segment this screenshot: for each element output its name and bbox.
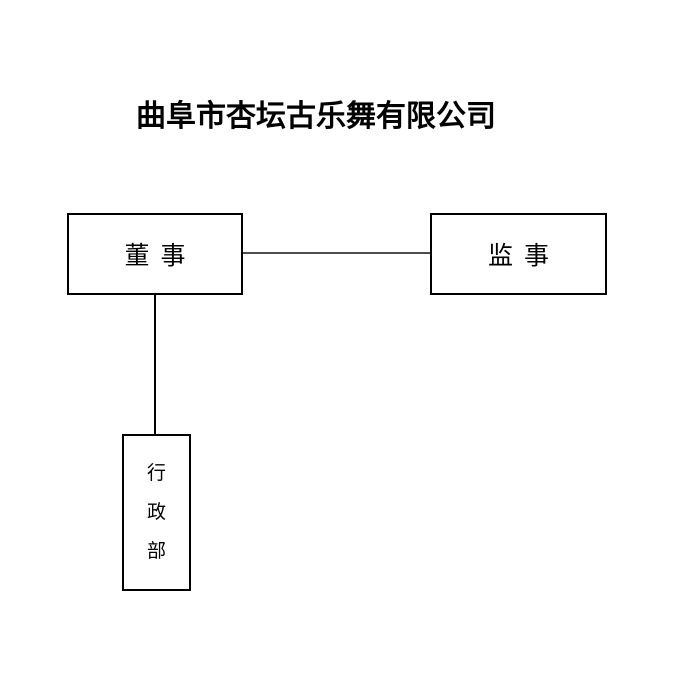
node-supervisor-label: 监事 xyxy=(487,241,560,270)
node-admin-department: 行 政 部 xyxy=(122,434,191,591)
company-title: 曲阜市杏坛古乐舞有限公司 xyxy=(136,99,496,134)
admin-char-3: 部 xyxy=(146,540,166,562)
node-admin-department-label: 行 政 部 xyxy=(147,464,166,561)
admin-char-2: 政 xyxy=(146,501,166,523)
connector-director-admin xyxy=(154,295,156,434)
connector-director-supervisor xyxy=(243,252,430,254)
node-director-label: 董事 xyxy=(124,241,197,270)
admin-char-1: 行 xyxy=(146,462,166,484)
node-supervisor: 监事 xyxy=(430,213,607,295)
node-director: 董事 xyxy=(67,213,243,295)
